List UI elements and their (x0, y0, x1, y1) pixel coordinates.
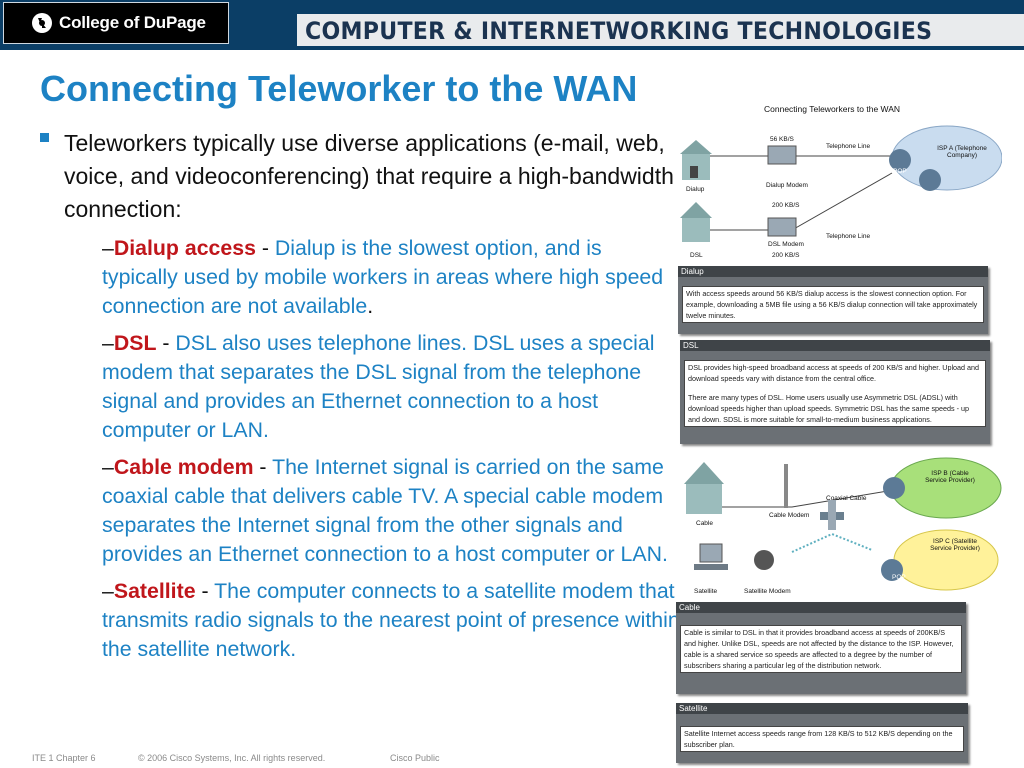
panel-text: Satellite Internet access speeds range f… (680, 726, 964, 752)
item-term: Satellite (113, 579, 196, 603)
panel-text: With access speeds around 56 KB/S dialup… (682, 286, 984, 323)
department-banner-text: COMPUTER & INTERNETWORKING TECHNOLOGIES (305, 17, 933, 45)
slide-body: Teleworkers typically use diverse applic… (40, 127, 680, 664)
panel-title: Cable (676, 602, 966, 613)
dialup-modem-label: Dialup Modem (766, 182, 808, 189)
item-text: Dialup is the slowest option, and is typ… (102, 236, 664, 318)
header-bar: College of DuPage COMPUTER & INTERNETWOR… (0, 0, 1024, 50)
telephone-line-label: Telephone Line (826, 233, 871, 240)
list-item: –Dialup access - Dialup is the slowest o… (102, 236, 664, 318)
cod-logo-icon (32, 13, 52, 33)
list-item: –DSL - DSL also uses telephone lines. DS… (102, 331, 655, 442)
slide-title: Connecting Teleworker to the WAN (40, 68, 638, 109)
college-logo: College of DuPage (3, 2, 229, 44)
dsl-label: DSL (690, 252, 703, 259)
item-term: Cable modem (113, 455, 254, 479)
bullet-square-icon (40, 133, 49, 142)
cable-satellite-diagram (684, 457, 1002, 591)
list-item: –Satellite - The computer connects to a … (102, 579, 680, 661)
dialup-dsl-diagram (680, 125, 1002, 242)
pop-label: POP (893, 168, 907, 175)
cable-label: Cable (696, 520, 713, 527)
speed-label: 200 KB/S (772, 202, 800, 209)
panel-title: DSL (680, 340, 990, 351)
logo-text: College of DuPage (59, 13, 206, 32)
item-term: Dialup access (113, 236, 256, 260)
dialup-label: Dialup (686, 186, 705, 193)
figure-caption: Connecting Teleworkers to the WAN (764, 104, 901, 114)
speed-label: 200 KB/S (772, 252, 800, 259)
coaxial-label: Coaxial Cable (826, 495, 867, 502)
footer-chapter: ITE 1 Chapter 6 (32, 753, 96, 763)
telephone-line-label: Telephone Line (826, 143, 871, 150)
panel-title: Dialup (678, 266, 988, 277)
dialup-info-panel: Dialup With access speeds around 56 KB/S… (678, 266, 988, 334)
speed-label: 56 KB/S (770, 136, 794, 143)
isp-a-label: ISP A (Telephone Company) (937, 145, 987, 159)
list-item: –Cable modem - The Internet signal is ca… (102, 455, 668, 566)
satellite-modem-label: Satellite Modem (744, 588, 791, 595)
footer-classification: Cisco Public (390, 753, 440, 763)
satellite-label: Satellite (694, 588, 718, 595)
dsl-modem-label: DSL Modem (768, 241, 804, 248)
footer-copyright: © 2006 Cisco Systems, Inc. All rights re… (138, 753, 326, 763)
satellite-info-panel: Satellite Satellite Internet access spee… (676, 703, 968, 763)
cable-info-panel: Cable Cable is similar to DSL in that it… (676, 602, 966, 694)
panel-text: Cable is similar to DSL in that it provi… (680, 625, 962, 673)
isp-c-label: ISP C (Satellite Service Provider) (930, 538, 980, 552)
lead-paragraph: Teleworkers typically use diverse applic… (64, 130, 674, 222)
cable-modem-label: Cable Modem (769, 512, 810, 519)
pop-label: POP (892, 574, 906, 581)
panel-text: DSL provides high-speed broadband access… (684, 360, 986, 427)
dsl-info-panel: DSL DSL provides high-speed broadband ac… (680, 340, 990, 444)
department-banner: COMPUTER & INTERNETWORKING TECHNOLOGIES (297, 14, 1024, 46)
item-text: The computer connects to a satellite mod… (102, 579, 680, 661)
panel-title: Satellite (676, 703, 968, 714)
item-text: The Internet signal is carried on the sa… (102, 455, 668, 566)
isp-b-label: ISP B (Cable Service Provider) (925, 470, 975, 484)
item-text: DSL also uses telephone lines. DSL uses … (102, 331, 655, 442)
item-term: DSL (113, 331, 157, 355)
